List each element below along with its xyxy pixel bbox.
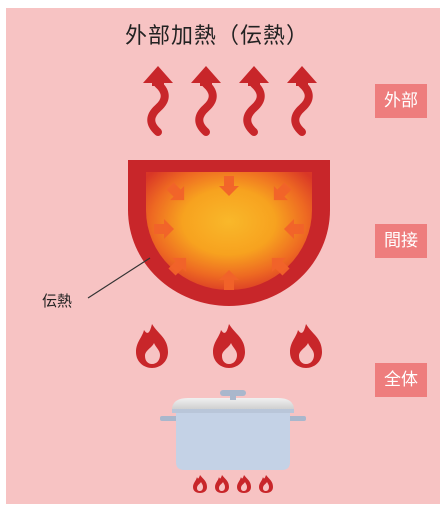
inward-arrow-icon <box>271 257 290 276</box>
small-flame-icon <box>215 475 229 493</box>
inward-arrow-icon <box>219 176 239 196</box>
callout-leader-line <box>87 257 151 299</box>
heat-transfer-callout: 伝熱 <box>42 292 73 310</box>
tag-indirect: 間接 <box>375 224 427 258</box>
flames <box>136 324 322 368</box>
flame-icon <box>136 324 168 368</box>
inward-arrow-icon <box>166 182 185 201</box>
heat-wave-arrows <box>143 66 317 136</box>
pot-contents <box>146 172 312 290</box>
heat-wave-arrow-icon <box>287 66 317 136</box>
flame-icon <box>290 324 322 368</box>
tag-whole: 全体 <box>375 363 427 397</box>
inward-arrow-icon <box>168 257 187 276</box>
heat-wave-arrow-icon <box>191 66 221 136</box>
small-flames <box>193 475 273 493</box>
diagram-title: 外部加熱（伝熱） <box>124 24 309 49</box>
tag-outside: 外部 <box>375 84 427 118</box>
small-flame-icon <box>259 475 273 493</box>
inward-arrow-icon <box>284 219 304 239</box>
inward-arrow-icon <box>219 270 239 290</box>
heat-wave-arrow-icon <box>239 66 269 136</box>
inward-arrows <box>154 176 304 290</box>
saucepan-icon <box>160 390 306 470</box>
flame-icon <box>213 324 245 368</box>
inward-arrow-icon <box>273 182 292 201</box>
heat-wave-arrow-icon <box>143 66 173 136</box>
small-flame-icon <box>237 475 251 493</box>
inward-arrow-icon <box>154 219 174 239</box>
small-flame-icon <box>193 475 207 493</box>
